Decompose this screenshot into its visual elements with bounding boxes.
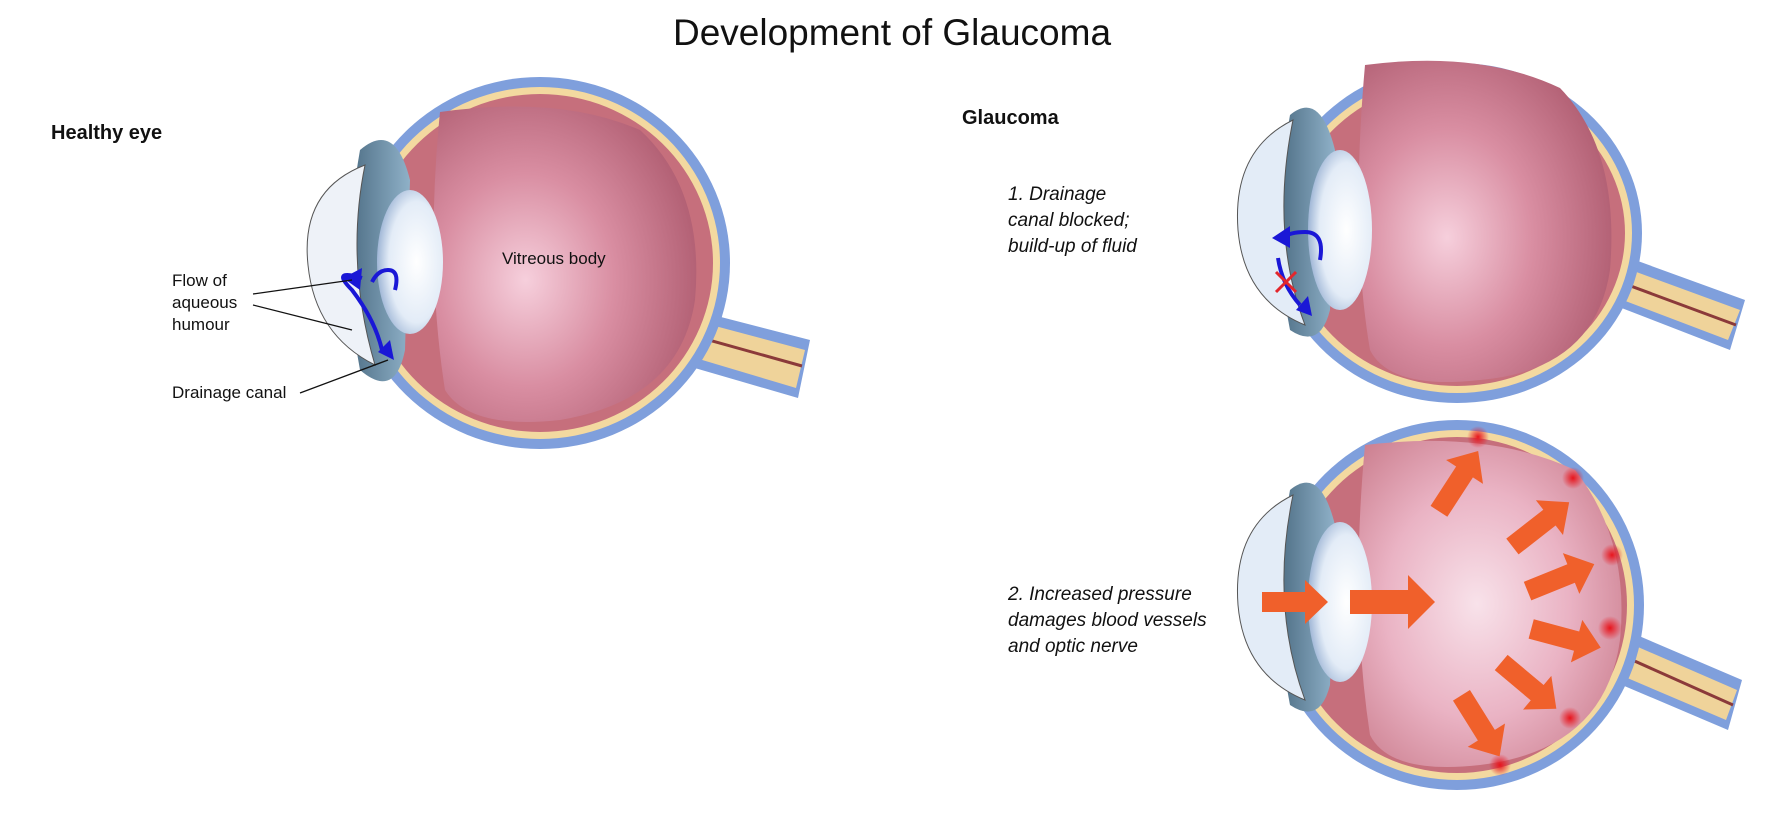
flow-arrow-icon [341,267,399,351]
page-title: Development of Glaucoma [672,12,1112,53]
glaucoma-eye-2 [1236,420,1742,790]
flow-label: Flow of aqueous humour [172,271,238,334]
cornea [1236,119,1306,326]
lens [377,190,443,334]
glaucoma-eye-1 [1236,60,1745,403]
glaucoma-heading: Glaucoma [962,107,1059,129]
vitreous-body [1358,60,1612,383]
lens [1308,522,1372,682]
pressure-arrow-icon [1262,450,1601,757]
step1-caption: 1. Drainage canal blocked; build-up of f… [1008,184,1137,257]
damage-spot-icon [1601,544,1623,566]
healthy-eye-heading: Healthy eye [51,122,163,144]
damage-spot-icon [1562,467,1584,489]
blocked-cross-icon [1274,270,1298,294]
damage-spot-icon [1467,426,1489,448]
drainage-label: Drainage canal [172,383,287,402]
cornea [306,164,376,366]
step2-caption: 2. Increased pressure damages blood vess… [1008,584,1207,657]
lens [1308,150,1372,310]
damage-spot-icon [1598,616,1622,640]
damage-spot-icon [1559,707,1581,729]
healthy-eye [252,77,810,449]
vitreous-body [433,106,697,422]
damage-spot-icon [1489,754,1511,776]
vitreous-label: Vitreous body [502,249,606,268]
